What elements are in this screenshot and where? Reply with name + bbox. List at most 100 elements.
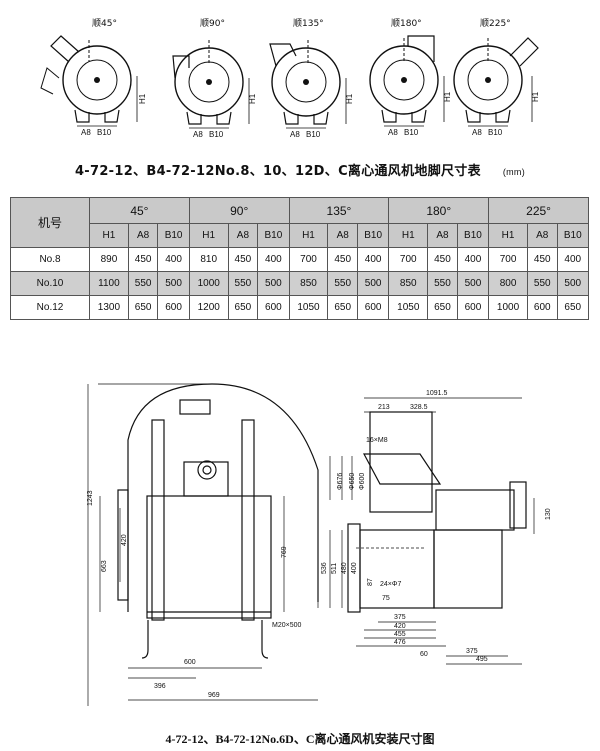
dim-663: 663 xyxy=(101,560,108,572)
table-cell: 650 xyxy=(556,295,590,320)
table-cell: 600 xyxy=(526,295,558,320)
dim-476: 476 xyxy=(394,639,406,646)
angle-header: 45° xyxy=(89,197,190,224)
table-title: 4-72-12、B4-72-12No.8、10、12D、C离心通风机地脚尺寸表 … xyxy=(0,160,600,179)
svg-text:A8: A8 xyxy=(290,130,300,139)
column-header: A8 xyxy=(526,223,558,248)
view-label-3: 顺135° xyxy=(293,18,324,29)
table-cell: 700 xyxy=(388,247,429,272)
table-cell: 600 xyxy=(157,295,190,320)
angle-header: 180° xyxy=(388,197,490,224)
dim-phi650: Φ650 xyxy=(349,473,356,490)
view-label-4: 顺180° xyxy=(391,18,422,29)
table-cell: 400 xyxy=(257,247,290,272)
svg-text:B10: B10 xyxy=(404,128,419,137)
dim-600: 600 xyxy=(184,659,196,666)
column-header: A8 xyxy=(327,223,358,248)
table-cell: 810 xyxy=(188,247,229,272)
table-cell: 1050 xyxy=(388,295,429,320)
view-135: H1 A8 B10 xyxy=(269,40,354,139)
angle-header: 135° xyxy=(288,197,390,224)
table-cell: 890 xyxy=(89,247,129,272)
dim-511: 511 xyxy=(331,563,338,574)
view-label-5: 顺225° xyxy=(480,18,511,29)
orientation-sketches: H1 A8 B10 顺45° H1 A8 B10 顺90° H1 A8 B10 … xyxy=(40,18,540,139)
right-view: 1091.5 213 328.5 16×M8 Φ676 Φ650 Φ600 13… xyxy=(317,390,552,665)
dim-phi600: Φ600 xyxy=(359,473,366,490)
table-cell: 600 xyxy=(257,295,290,320)
table-cell: 1000 xyxy=(488,295,528,320)
dim-130: 130 xyxy=(545,508,552,520)
column-header: A8 xyxy=(127,223,159,248)
svg-text:A8: A8 xyxy=(193,130,203,139)
row-label: No.8 xyxy=(10,247,90,272)
view-45: H1 A8 B10 xyxy=(40,35,147,137)
table-cell: 500 xyxy=(356,271,390,296)
table-cell: 650 xyxy=(427,295,458,320)
svg-text:B10: B10 xyxy=(209,130,224,139)
dim-87: 87 xyxy=(367,578,374,586)
drawing-title: 4-72-12、B4-72-12No.6D、C离心通风机安装尺寸图 xyxy=(165,732,435,746)
column-header: B10 xyxy=(157,223,190,248)
table-cell: 450 xyxy=(327,247,358,272)
angle-header: 225° xyxy=(488,197,589,224)
table-cell: 800 xyxy=(488,271,528,296)
view-label-2: 顺90° xyxy=(200,18,225,29)
table-cell: 500 xyxy=(157,271,190,296)
dim-328: 328.5 xyxy=(410,404,428,411)
table-cell: 600 xyxy=(456,295,490,320)
svg-text:H1: H1 xyxy=(531,91,540,102)
row-label: No.12 xyxy=(10,295,90,320)
column-header: H1 xyxy=(188,223,229,248)
table-cell: 1000 xyxy=(188,271,229,296)
table-cell: 550 xyxy=(227,271,259,296)
column-header: B10 xyxy=(257,223,290,248)
dim-1243: 1243 xyxy=(87,490,94,506)
angle-header: 90° xyxy=(188,197,290,224)
svg-text:H1: H1 xyxy=(248,93,257,104)
dim-495: 495 xyxy=(476,656,488,663)
dim-969: 969 xyxy=(208,692,220,699)
table-cell: 550 xyxy=(127,271,159,296)
table-cell: 550 xyxy=(427,271,458,296)
dim-455: 455 xyxy=(394,631,406,638)
column-header: B10 xyxy=(556,223,590,248)
svg-text:B10: B10 xyxy=(97,128,112,137)
table-cell: 700 xyxy=(488,247,528,272)
column-header: A8 xyxy=(227,223,259,248)
svg-text:H1: H1 xyxy=(345,93,354,104)
table-cell: 400 xyxy=(356,247,390,272)
dim-375: 375 xyxy=(394,614,406,621)
table-cell: 450 xyxy=(427,247,458,272)
dim-60: 60 xyxy=(420,651,428,658)
table-cell: 500 xyxy=(556,271,590,296)
table-cell: 550 xyxy=(327,271,358,296)
dim-24phi7: 24×Φ7 xyxy=(380,581,401,588)
table-cell: 450 xyxy=(127,247,159,272)
column-header: B10 xyxy=(356,223,390,248)
svg-text:A8: A8 xyxy=(388,128,398,137)
dim-769: 769 xyxy=(281,546,288,558)
dim-396: 396 xyxy=(154,683,166,690)
view-label-1: 顺45° xyxy=(92,18,117,29)
svg-text:H1: H1 xyxy=(138,93,147,104)
svg-text:B10: B10 xyxy=(306,130,321,139)
dim-400: 400 xyxy=(351,562,358,574)
dim-213: 213 xyxy=(378,404,390,411)
table-cell: 1100 xyxy=(89,271,129,296)
table-cell: 500 xyxy=(456,271,490,296)
row-label: No.10 xyxy=(10,271,90,296)
dim-75: 75 xyxy=(382,595,390,602)
table-cell: 700 xyxy=(288,247,329,272)
column-header: H1 xyxy=(488,223,528,248)
dim-536: 536 xyxy=(321,562,328,574)
view-225: H1 A8 B10 xyxy=(453,37,540,137)
view-180: H1 A8 B10 xyxy=(369,35,452,137)
table-cell: 1200 xyxy=(188,295,229,320)
column-header: H1 xyxy=(89,223,129,248)
column-header: A8 xyxy=(427,223,458,248)
dim-420r: 420 xyxy=(394,623,406,630)
